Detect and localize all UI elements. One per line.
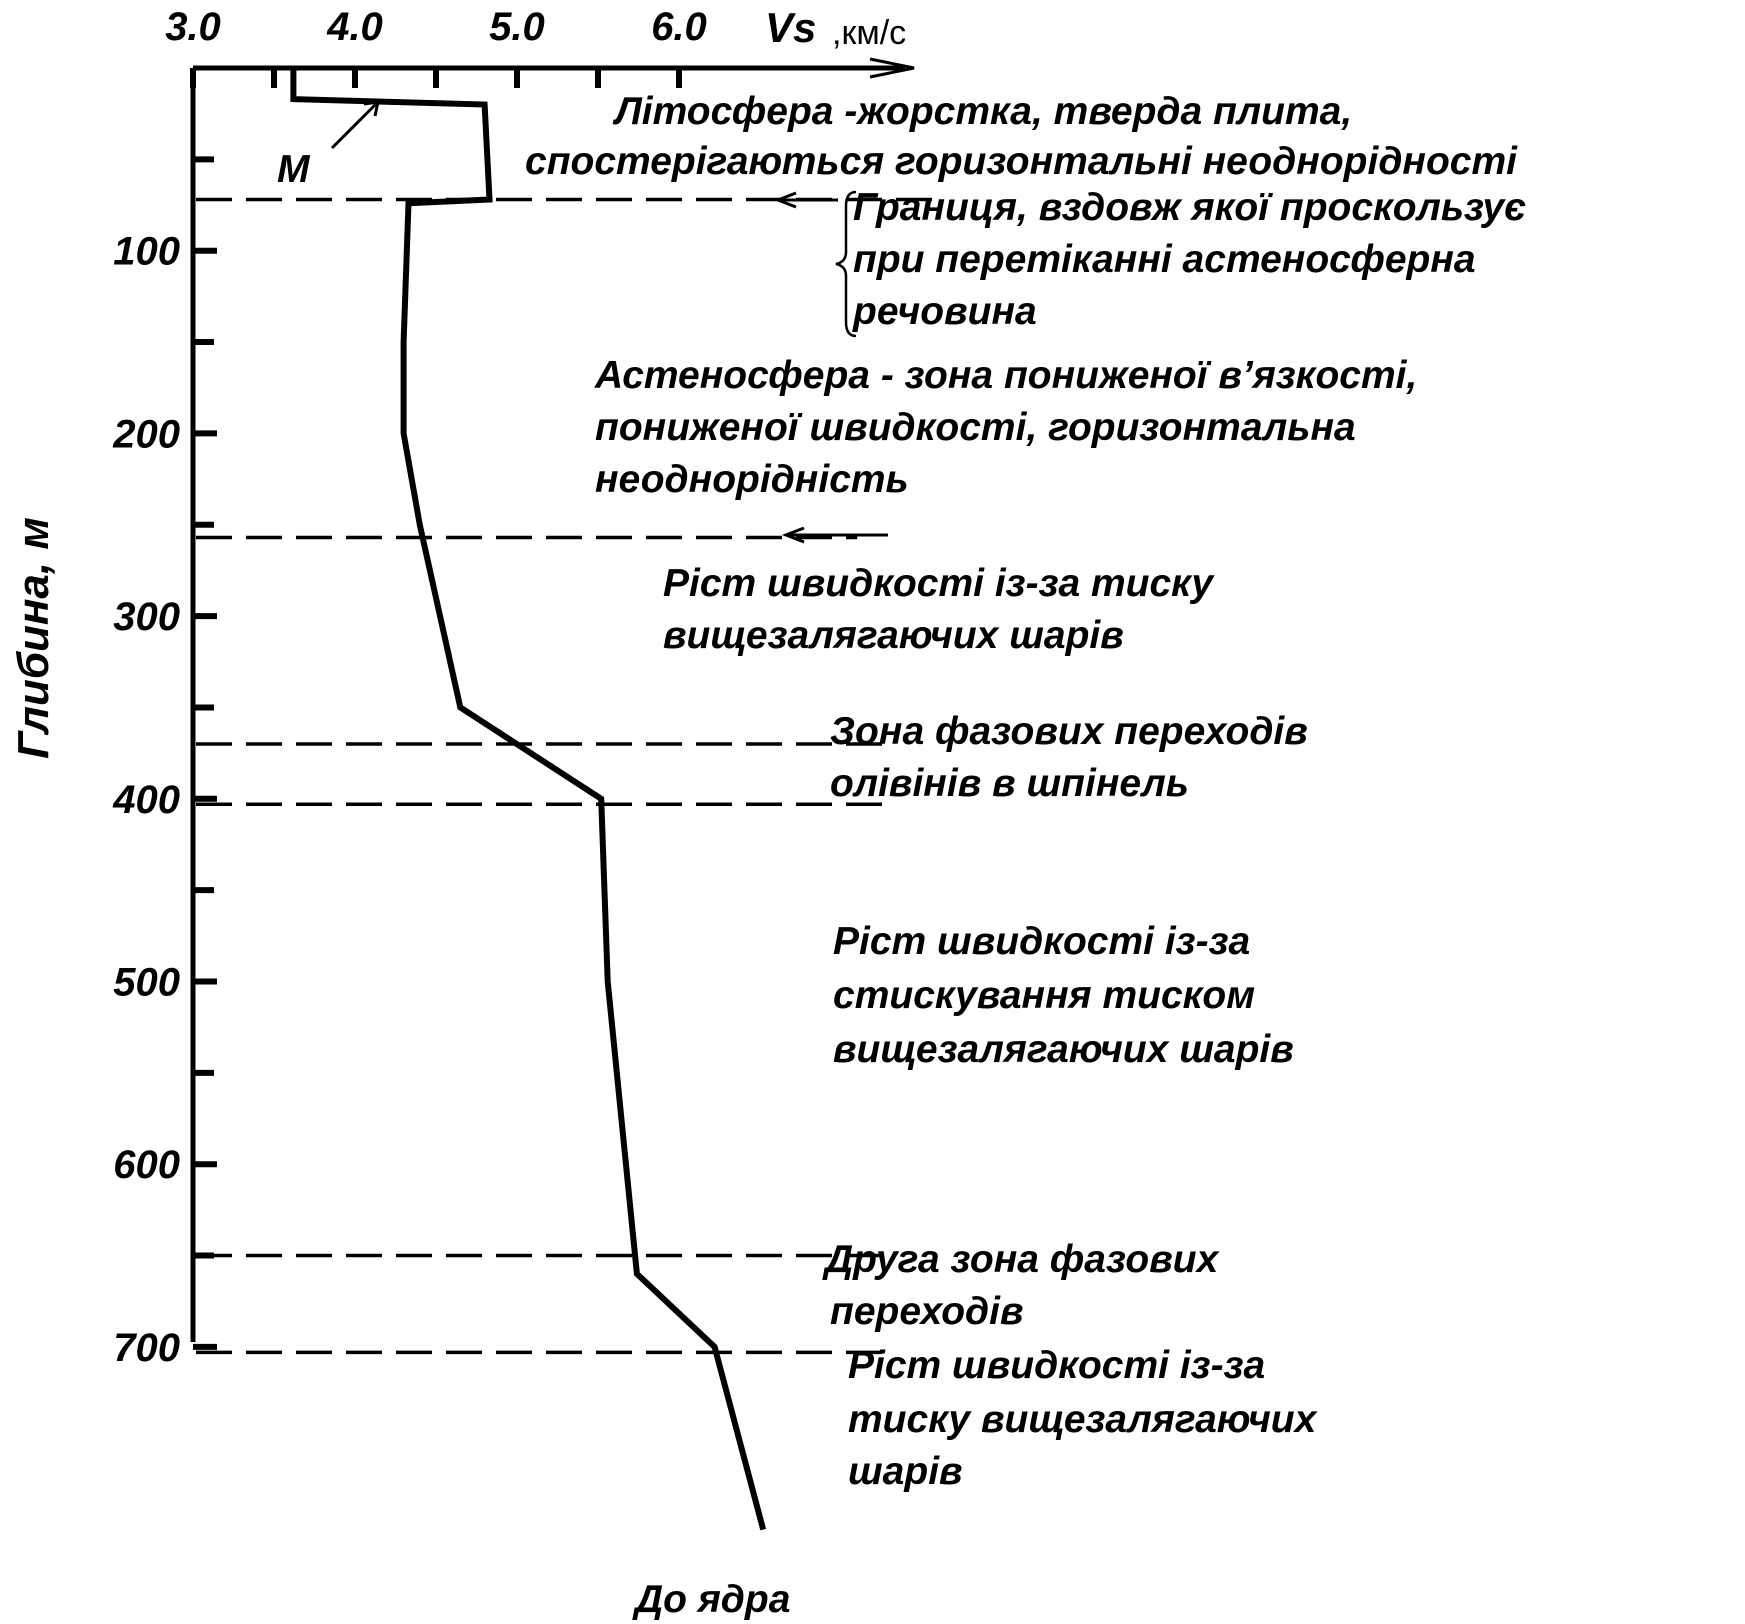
y-tick-label: 400 [112,778,180,822]
moho-annotation: M [277,100,380,191]
y-tick-label: 600 [113,1143,180,1187]
boundary-brace [835,190,857,338]
annotation-line: вищезалягаючих шарів [833,1028,1294,1071]
lithosphere-boundary-arrowhead [773,191,797,209]
x-tick-label: 3.0 [165,5,221,49]
annotation-phase-2: Друга зона фазових переходів [822,1238,1220,1333]
annotation-line: Літосфера -жорстка, тверда плита, [612,90,1352,133]
x-ticks: 3.0 4.0 5.0 6.0 [165,5,707,88]
x-tick-label: 4.0 [326,5,383,49]
annotation-line: при перетіканні астеносферна [853,238,1476,281]
axes [190,57,915,1342]
moho-label: M [277,148,311,191]
x-tick-label: 6.0 [651,5,707,49]
x-axis-unit: ,км/с [832,14,906,52]
annotation-line: Друга зона фазових [822,1238,1220,1281]
y-axis-title: Глибина, м [9,517,58,759]
y-tick-label: 500 [113,961,180,1005]
annotation-line: стискування тиском [833,974,1255,1017]
x-tick-label: 5.0 [489,5,545,49]
y-tick-label: 100 [113,230,180,274]
annotation-boundary: Границя, вздовж якої проскользує при пер… [852,186,1526,333]
annotation-growth-3: Ріст швидкості із-за тиску вищезалягаючи… [848,1344,1318,1493]
annotation-line: Астеносфера - зона пониженої в’язкості, [594,354,1417,397]
y-ticks: 100 200 300 400 500 600 700 [112,156,217,1370]
annotation-asthenosphere: Астеносфера - зона пониженої в’язкості, … [594,354,1417,501]
annotation-line: речовина [852,290,1037,333]
x-axis-arrowhead [869,57,915,79]
x-axis-label: Vs ,км/с [765,4,906,52]
vs-profile-line [290,68,767,1531]
moho-arrow [330,100,380,150]
annotation-line: Ріст швидкості із-за [848,1344,1265,1387]
annotation-core: До ядра [632,1578,790,1621]
y-tick-label: 300 [113,595,180,639]
x-axis-title: Vs [765,4,816,51]
annotation-line: пониженої швидкості, горизонтальна [595,406,1356,449]
annotation-line: тиску вищезалягаючих [848,1398,1318,1441]
annotation-line: Границя, вздовж якої проскользує [853,186,1526,229]
annotation-line: олівінів в шпінель [830,762,1189,805]
annotation-phase-1: Зона фазових переходів олівінів в шпінел… [830,710,1308,805]
annotation-growth-1: Ріст швидкості із-за тиску вищезалягаючи… [663,562,1215,657]
annotation-line: переходів [830,1290,1024,1333]
annotation-line: Зона фазових переходів [830,710,1308,753]
annotation-line: неоднорідність [595,458,909,501]
annotation-line: спостерігаються горизонтальні неоднорідн… [525,140,1518,183]
annotation-line: вищезалягаючих шарів [663,614,1124,657]
y-tick-label: 200 [112,412,180,456]
moho-arrowhead [363,100,380,117]
annotation-line: Ріст швидкості із-за тиску [663,562,1215,605]
boundary-arrows [773,191,888,544]
annotation-line: Ріст швидкості із-за [833,920,1250,963]
annotation-line: шарів [848,1450,963,1493]
annotation-growth-2: Ріст швидкості із-за стискування тиском … [833,920,1294,1071]
y-tick-label: 700 [113,1326,180,1370]
annotation-lithosphere: Літосфера -жорстка, тверда плита, спосте… [525,90,1518,183]
asthenosphere-boundary-arrowhead [781,526,805,544]
